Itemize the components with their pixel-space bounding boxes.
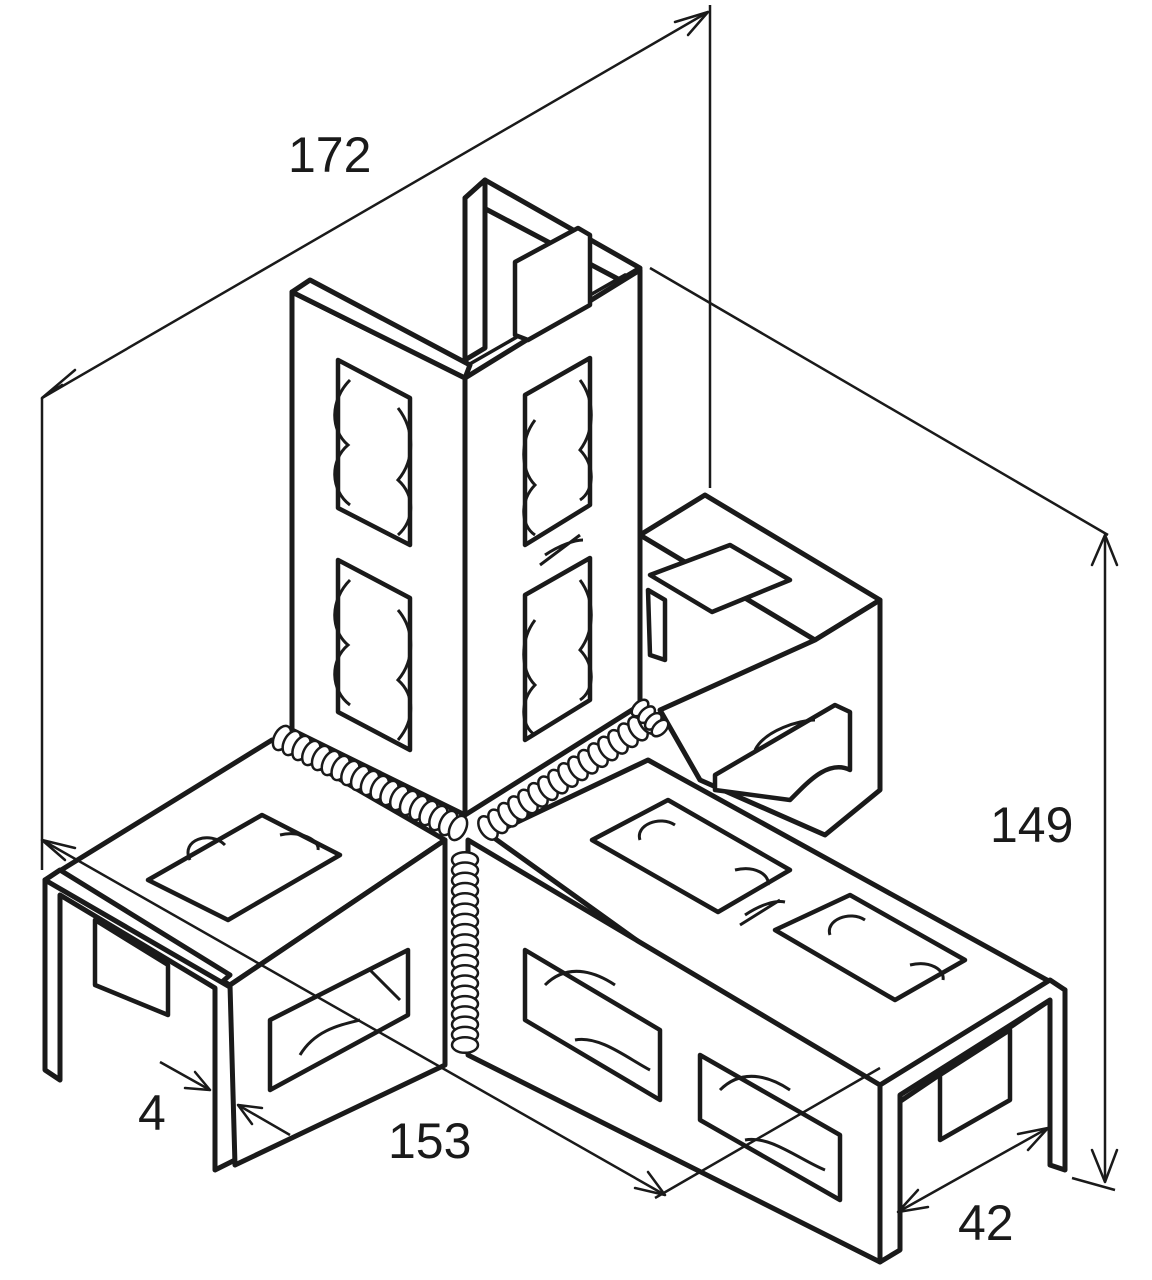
dimension-149-label: 149 — [990, 797, 1073, 853]
back-arm — [637, 492, 883, 838]
dimension-4: 4 — [138, 1060, 291, 1141]
weld-bead — [450, 1035, 480, 1055]
dimension-153: 153 — [40, 838, 881, 1200]
dimension-42: 42 — [896, 1126, 1050, 1251]
right-arm — [465, 757, 1068, 1265]
dimension-172: 172 — [40, 5, 712, 870]
dimension-42-label: 42 — [958, 1195, 1014, 1251]
weld-seams — [271, 698, 670, 1055]
dimension-153-label: 153 — [388, 1113, 471, 1169]
dimension-149: 149 — [649, 266, 1119, 1192]
dimension-172-label: 172 — [288, 127, 371, 183]
vertical-post — [289, 177, 643, 818]
weld-bead — [447, 814, 469, 842]
left-arm — [42, 737, 448, 1173]
weld-bead — [650, 718, 670, 738]
dimension-4-label: 4 — [138, 1085, 166, 1141]
